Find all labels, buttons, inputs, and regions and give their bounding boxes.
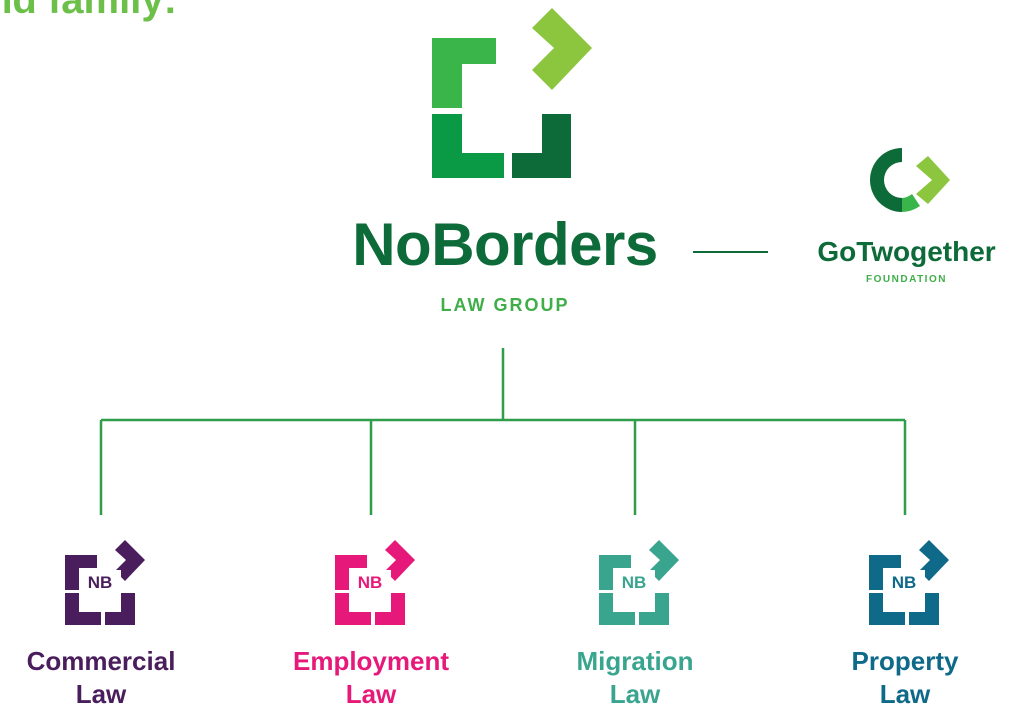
division-name: Property [851, 646, 959, 676]
gotwogether-logo-icon [870, 148, 950, 212]
monogram-text: NB [892, 573, 917, 592]
migration-law-logo-icon: NB [599, 540, 679, 625]
division-suffix: Law [609, 679, 661, 709]
monogram-text: NB [88, 573, 113, 592]
division-suffix: Law [879, 679, 931, 709]
commercial-law-logo-icon: NB [65, 540, 145, 625]
page-heading: nd family: [0, 0, 177, 22]
division-name: Migration [576, 646, 694, 676]
monogram-text: NB [622, 573, 647, 592]
foundation-name: GoTwogether [817, 236, 996, 267]
connector-dash [693, 251, 768, 253]
property-law-logo-icon: NB [869, 540, 949, 625]
foundation-subtitle: FOUNDATION [866, 274, 947, 285]
noborders-logo-icon [432, 8, 592, 178]
monogram-text: NB [358, 573, 383, 592]
brand-name: NoBorders [352, 211, 658, 278]
division-name: Employment [292, 646, 450, 676]
brand-subtitle: LAW GROUP [440, 295, 570, 315]
division-suffix: Law [345, 679, 397, 709]
employment-law-logo-icon: NB [335, 540, 415, 625]
division-suffix: Law [75, 679, 127, 709]
division-name: Commercial [26, 646, 176, 676]
